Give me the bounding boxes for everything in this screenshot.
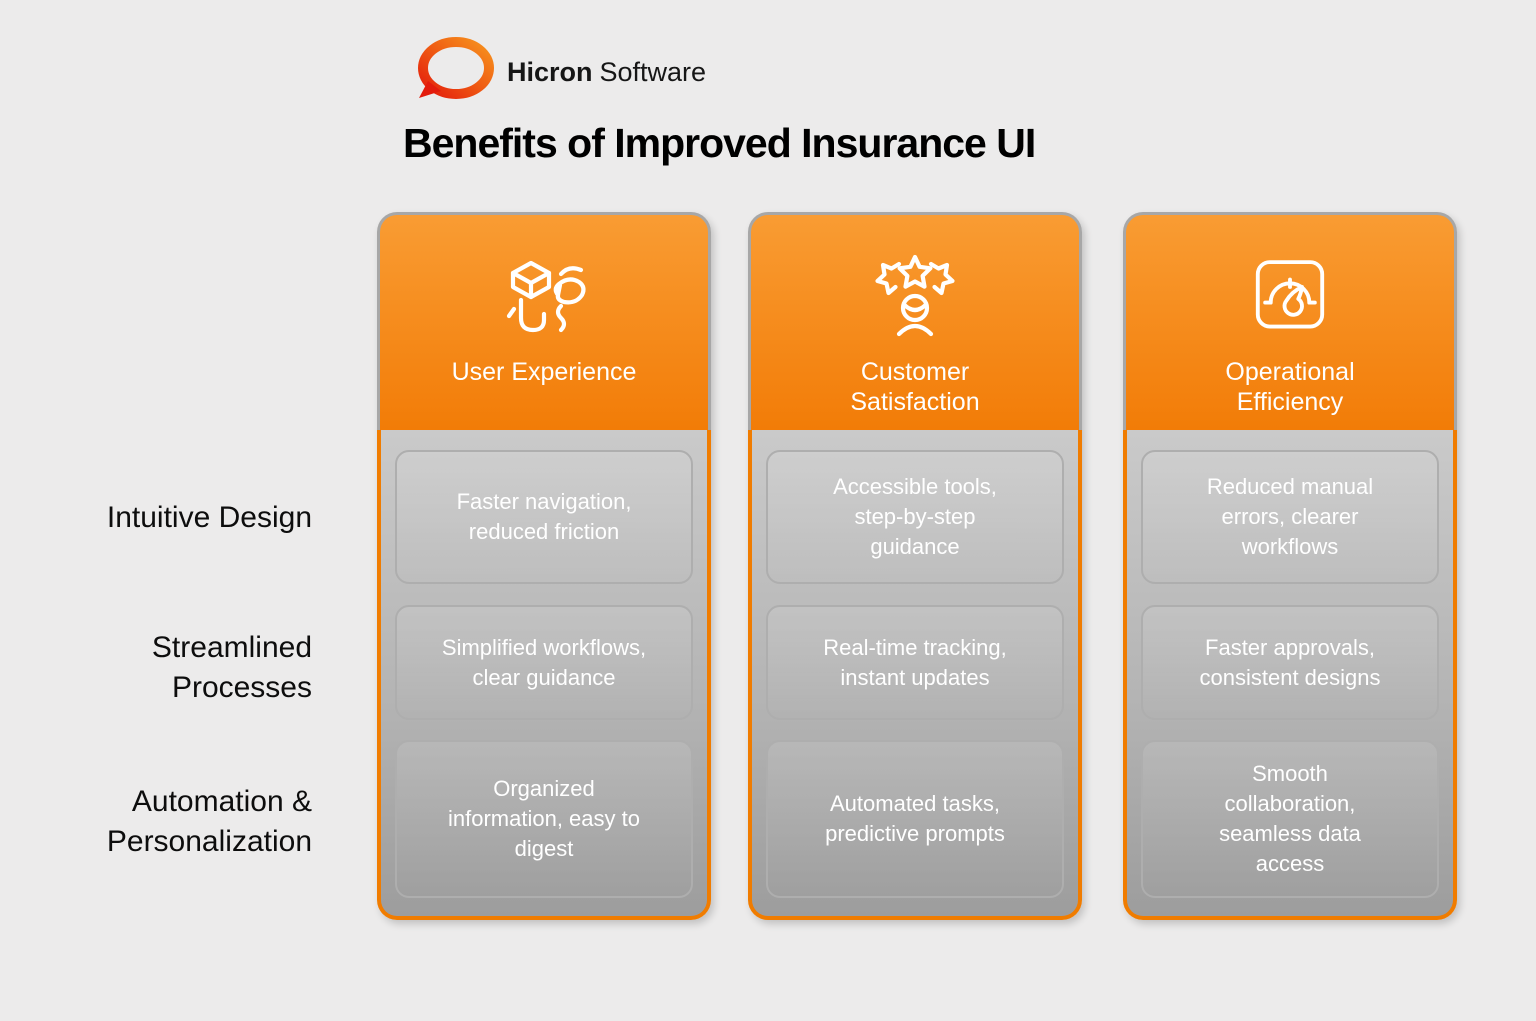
brand-suffix: Software bbox=[599, 56, 707, 87]
column-user-experience: User Experience Faster navigation, reduc… bbox=[377, 212, 711, 920]
column-header-user-experience: User Experience bbox=[377, 212, 711, 430]
benefit-cell: Accessible tools, step-by-step guidance bbox=[766, 450, 1064, 585]
column-body: Accessible tools, step-by-step guidance … bbox=[748, 430, 1082, 920]
column-header-operational-efficiency: Operational Efficiency bbox=[1123, 212, 1457, 430]
benefit-cell: Organized information, easy to digest bbox=[395, 740, 693, 898]
column-body: Faster navigation, reduced friction Simp… bbox=[377, 430, 711, 920]
brand-name: Hicron bbox=[507, 56, 593, 87]
benefit-cell: Real-time tracking, instant updates bbox=[766, 605, 1064, 721]
benefit-cell: Faster approvals, consistent designs bbox=[1141, 605, 1439, 721]
column-body: Reduced manual errors, clearer workflows… bbox=[1123, 430, 1457, 920]
row-label-automation-personalization: Automation & Personalization bbox=[106, 785, 312, 858]
column-header-label: User Experience bbox=[451, 358, 637, 386]
column-header-label: Customer Satisfaction bbox=[850, 358, 980, 416]
column-header-label: Operational Efficiency bbox=[1225, 358, 1355, 416]
benefit-cell: Automated tasks, predictive prompts bbox=[766, 740, 1064, 898]
speedometer-icon bbox=[1244, 249, 1336, 347]
benefit-cell: Smooth collaboration, seamless data acce… bbox=[1141, 740, 1439, 898]
speech-bubble-icon bbox=[418, 37, 494, 99]
row-label-streamlined-processes: Streamlined Processes bbox=[151, 631, 312, 704]
cube-hand-mouse-icon bbox=[492, 249, 596, 347]
column-header-customer-satisfaction: Customer Satisfaction bbox=[748, 212, 1082, 430]
page-title: Benefits of Improved Insurance UI bbox=[403, 120, 1036, 166]
benefit-cell: Simplified workflows, clear guidance bbox=[395, 605, 693, 721]
benefit-cell: Faster navigation, reduced friction bbox=[395, 450, 693, 585]
column-operational-efficiency: Operational Efficiency Reduced manual er… bbox=[1123, 212, 1457, 920]
row-label-intuitive-design: Intuitive Design bbox=[106, 501, 312, 534]
column-customer-satisfaction: Customer Satisfaction Accessible tools, … bbox=[748, 212, 1082, 920]
benefit-cell: Reduced manual errors, clearer workflows bbox=[1141, 450, 1439, 585]
person-stars-icon bbox=[865, 249, 965, 347]
